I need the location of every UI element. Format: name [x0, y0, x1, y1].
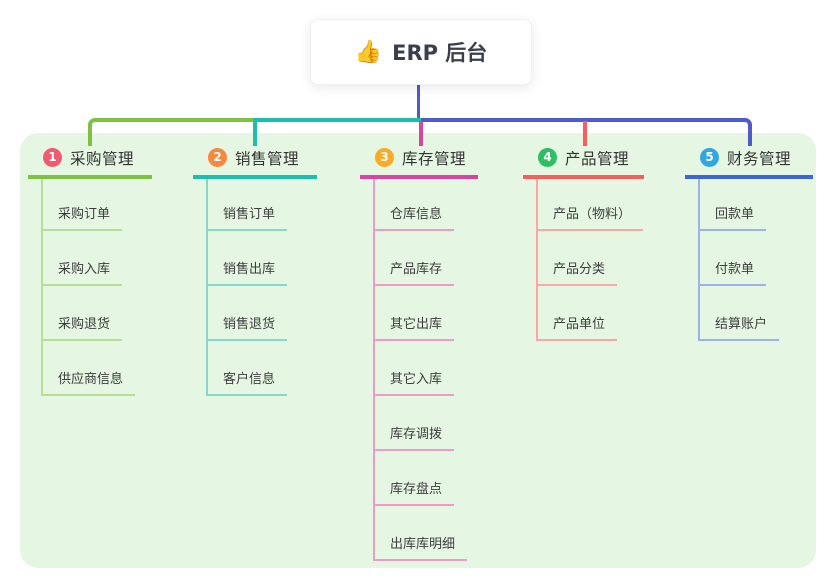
child-node[interactable]: 销售订单: [208, 206, 288, 231]
branch-label[interactable]: 3 库存管理: [360, 146, 478, 179]
branch-label[interactable]: 5 财务管理: [685, 146, 813, 179]
branch-label-text: 库存管理: [402, 149, 467, 168]
bus-segment-green: [88, 118, 256, 146]
child-node[interactable]: 产品库存: [375, 261, 455, 286]
branch-label-text: 采购管理: [70, 149, 135, 168]
branch-node: 4 产品管理 产品（物料） 产品分类产品单位: [523, 146, 644, 341]
child-node[interactable]: 付款单: [700, 261, 767, 286]
child-node[interactable]: 其它出库: [375, 316, 455, 341]
child-node[interactable]: 结算账户: [700, 316, 780, 341]
branch-children: 采购订单采购入库采购退货供应商信息: [41, 179, 136, 396]
branch-number-badge: 4: [538, 148, 557, 167]
thumbs-up-icon: 👍: [354, 39, 383, 65]
branch-label[interactable]: 1 采购管理: [28, 146, 152, 179]
child-node[interactable]: 库存盘点: [375, 481, 455, 506]
bus-segment-teal: [253, 118, 421, 146]
child-node[interactable]: 产品单位: [538, 316, 618, 341]
branch-children: 销售订单销售出库销售退货客户信息: [206, 179, 288, 396]
root-node-title: ERP 后台: [392, 41, 488, 65]
branch-node: 2 销售管理 销售订单销售出库销售退货客户信息: [193, 146, 317, 396]
child-node[interactable]: 产品分类: [538, 261, 618, 286]
branch-label-text: 产品管理: [565, 149, 630, 168]
child-node[interactable]: 出库库明细: [375, 536, 468, 561]
branch-children: 回款单付款单结算账户: [698, 179, 780, 341]
branch-label[interactable]: 2 销售管理: [193, 146, 317, 179]
root-connector-line: [417, 83, 420, 122]
child-node[interactable]: 客户信息: [208, 371, 288, 396]
child-node[interactable]: 回款单: [700, 206, 767, 231]
branch-label[interactable]: 4 产品管理: [523, 146, 644, 179]
child-node[interactable]: 供应商信息: [43, 371, 136, 396]
child-node[interactable]: 销售出库: [208, 261, 288, 286]
branch-label-text: 销售管理: [235, 149, 300, 168]
child-node[interactable]: 产品（物料）: [538, 206, 644, 231]
branch-node: 3 库存管理 仓库信息产品库存其它出库其它入库库存调拨库存盘点出库库明细: [360, 146, 478, 561]
branch-node: 5 财务管理 回款单付款单结算账户: [685, 146, 813, 341]
branch-number-badge: 1: [43, 148, 62, 167]
bus-segment-blue: [421, 118, 752, 146]
child-node[interactable]: 其它入库: [375, 371, 455, 396]
root-node[interactable]: 👍 ERP 后台: [310, 19, 532, 85]
child-node[interactable]: 库存调拨: [375, 426, 455, 451]
drop-line-inventory: [419, 121, 423, 146]
child-node[interactable]: 采购入库: [43, 261, 123, 286]
branch-number-badge: 3: [375, 148, 394, 167]
child-node[interactable]: 采购订单: [43, 206, 123, 231]
branch-number-badge: 5: [700, 148, 719, 167]
branch-children: 产品（物料） 产品分类产品单位: [536, 179, 644, 341]
branch-node: 1 采购管理 采购订单采购入库采购退货供应商信息: [28, 146, 152, 396]
drop-line-product: [583, 121, 587, 146]
child-node[interactable]: 销售退货: [208, 316, 288, 341]
branch-label-text: 财务管理: [727, 149, 792, 168]
branches-panel: [20, 133, 816, 568]
child-node[interactable]: 采购退货: [43, 316, 123, 341]
branch-number-badge: 2: [208, 148, 227, 167]
branch-children: 仓库信息产品库存其它出库其它入库库存调拨库存盘点出库库明细: [373, 179, 468, 561]
child-node[interactable]: 仓库信息: [375, 206, 455, 231]
